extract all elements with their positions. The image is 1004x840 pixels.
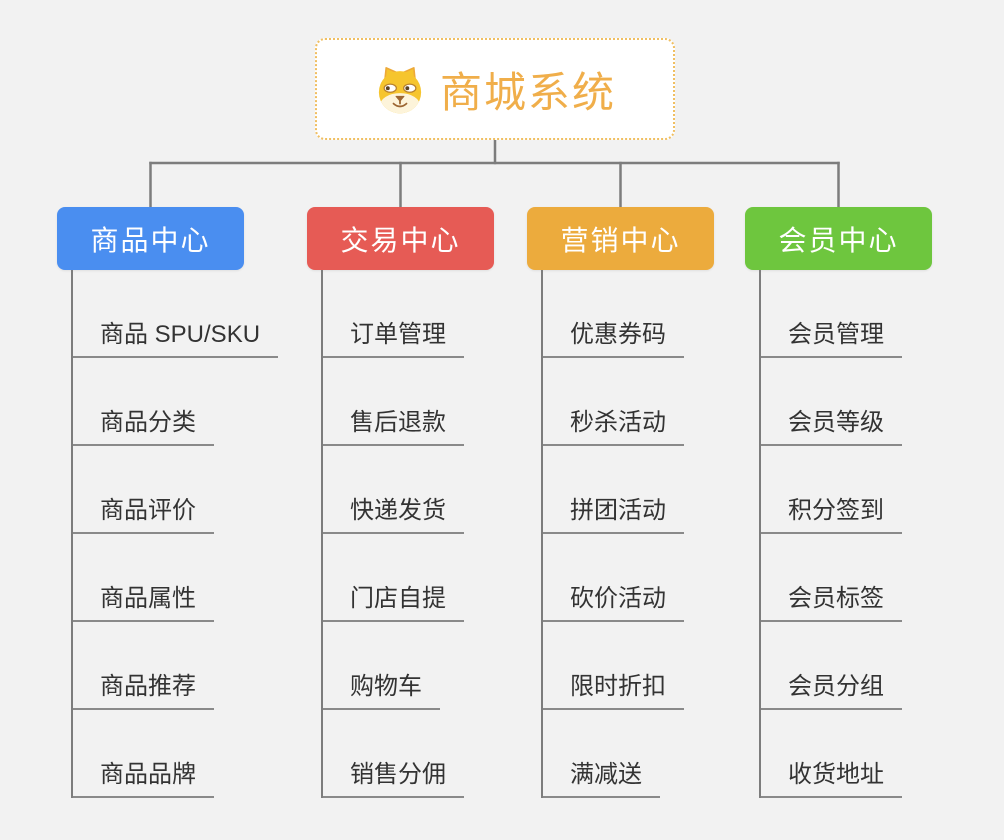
branch-children-trade-center: 订单管理 售后退款 快递发货 门店自提 购物车 销售分佣: [321, 270, 464, 798]
child-node[interactable]: 售后退款: [323, 358, 464, 446]
branch-node-trade-center[interactable]: 交易中心: [307, 207, 494, 270]
child-node[interactable]: 商品属性: [73, 534, 214, 622]
branch-children-marketing-center: 优惠券码 秒杀活动 拼团活动 砍价活动 限时折扣 满减送: [541, 270, 684, 798]
child-node[interactable]: 收货地址: [761, 710, 902, 798]
child-node[interactable]: 商品推荐: [73, 622, 214, 710]
child-node[interactable]: 积分签到: [761, 446, 902, 534]
branch-children-member-center: 会员管理 会员等级 积分签到 会员标签 会员分组 收货地址: [759, 270, 902, 798]
child-node[interactable]: 订单管理: [323, 270, 464, 358]
child-node[interactable]: 快递发货: [323, 446, 464, 534]
child-node[interactable]: 优惠券码: [543, 270, 684, 358]
child-node[interactable]: 购物车: [323, 622, 440, 710]
root-title: 商城系统: [439, 68, 616, 116]
child-node[interactable]: 会员分组: [761, 622, 902, 710]
branch-children-product-center: 商品 SPU/SKU 商品分类 商品评价 商品属性 商品推荐 商品品牌: [71, 270, 279, 798]
child-node[interactable]: 满减送: [543, 710, 660, 798]
child-node[interactable]: 会员等级: [761, 358, 902, 446]
branch-node-member-center[interactable]: 会员中心: [745, 207, 932, 270]
child-node[interactable]: 限时折扣: [543, 622, 684, 710]
branch-node-marketing-center[interactable]: 营销中心: [527, 207, 714, 270]
child-node[interactable]: 会员管理: [761, 270, 902, 358]
child-node[interactable]: 砍价活动: [543, 534, 684, 622]
child-node[interactable]: 商品品牌: [73, 710, 214, 798]
child-node[interactable]: 销售分佣: [323, 710, 464, 798]
child-node[interactable]: 商品 SPU/SKU: [73, 270, 279, 358]
child-node[interactable]: 商品评价: [73, 446, 214, 534]
child-node[interactable]: 秒杀活动: [543, 358, 684, 446]
child-node[interactable]: 会员标签: [761, 534, 902, 622]
child-node[interactable]: 商品分类: [73, 358, 214, 446]
branch-node-product-center[interactable]: 商品中心: [57, 207, 244, 270]
child-node[interactable]: 拼团活动: [543, 446, 684, 534]
root-node[interactable]: 商城系统: [315, 38, 675, 140]
dog-face-icon: [374, 63, 426, 115]
child-node[interactable]: 门店自提: [323, 534, 464, 622]
